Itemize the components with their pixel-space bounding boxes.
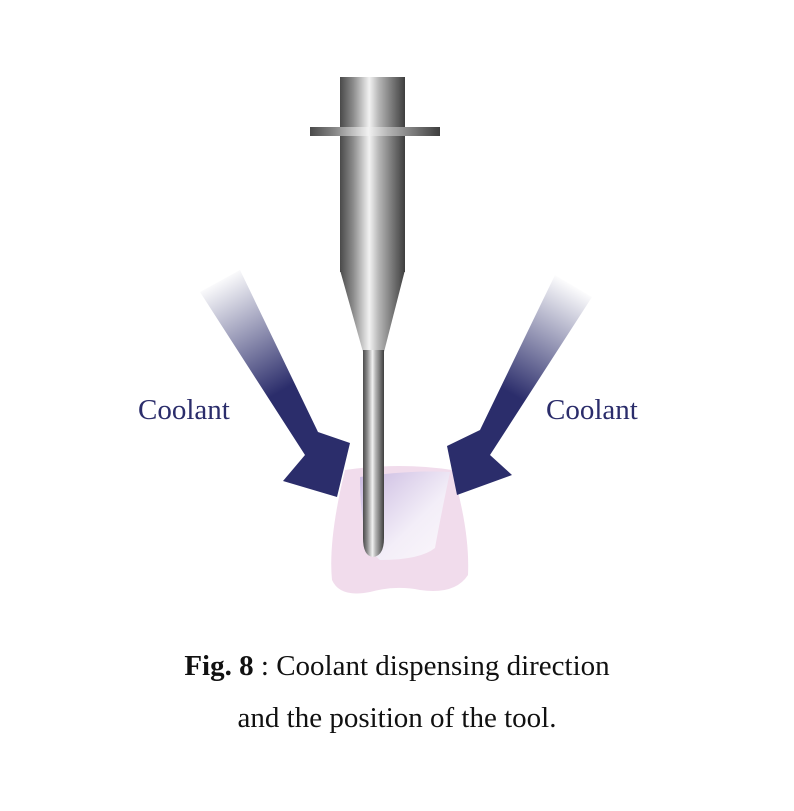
coolant-label-right: Coolant: [546, 394, 638, 426]
coolant-arrow-right: [447, 275, 592, 495]
coolant-label-left: Coolant: [138, 394, 230, 426]
tool-shaft: [363, 350, 384, 557]
caption-text-line1: Coolant dispensing direction: [276, 650, 610, 682]
coolant-arrow-left: [200, 270, 350, 497]
figure-number: Fig. 8: [184, 650, 254, 682]
caption-separator: :: [253, 650, 277, 682]
figure-caption-line1: Fig. 8 : Coolant dispensing direction: [0, 652, 794, 681]
milling-tool: [310, 77, 440, 557]
tool-flange: [310, 127, 440, 136]
tool-cone: [340, 270, 405, 352]
figure-caption-line2: and the position of the tool.: [237, 702, 557, 734]
